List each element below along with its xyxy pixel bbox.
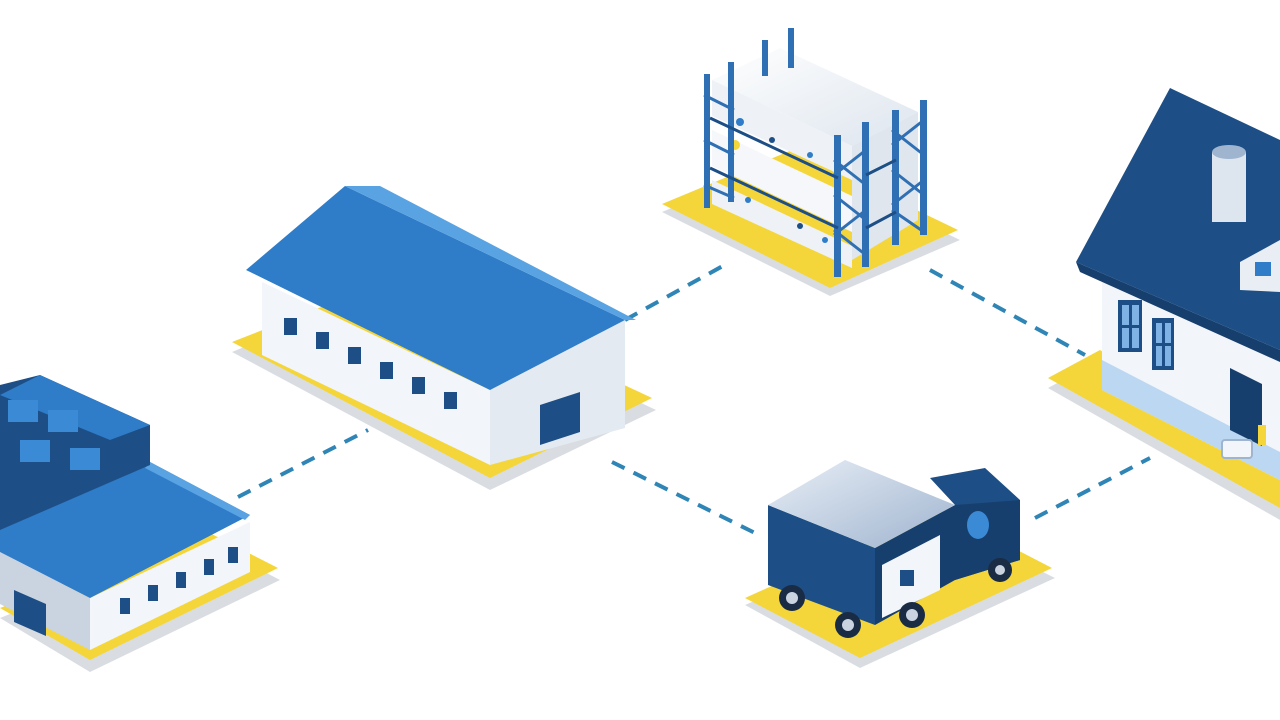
storage-platform — [662, 150, 958, 288]
warehouse-icon — [246, 186, 636, 465]
home-node — [1048, 88, 1280, 520]
warehouse-node — [232, 186, 656, 490]
edge-storage-home — [929, 268, 1086, 357]
house-icon — [1076, 88, 1280, 480]
edge-warehouse-storage — [624, 260, 731, 322]
truck-node — [745, 460, 1055, 668]
connectors — [237, 260, 1151, 535]
factory-node — [0, 375, 280, 672]
edge-factory-warehouse — [237, 428, 369, 499]
storage-rack-icon — [703, 28, 927, 277]
storage-node — [662, 28, 960, 296]
edge-truck-home — [1034, 456, 1151, 520]
delivery-truck-icon — [768, 460, 1020, 638]
factory-icon — [0, 375, 250, 650]
edge-warehouse-truck — [611, 460, 756, 535]
